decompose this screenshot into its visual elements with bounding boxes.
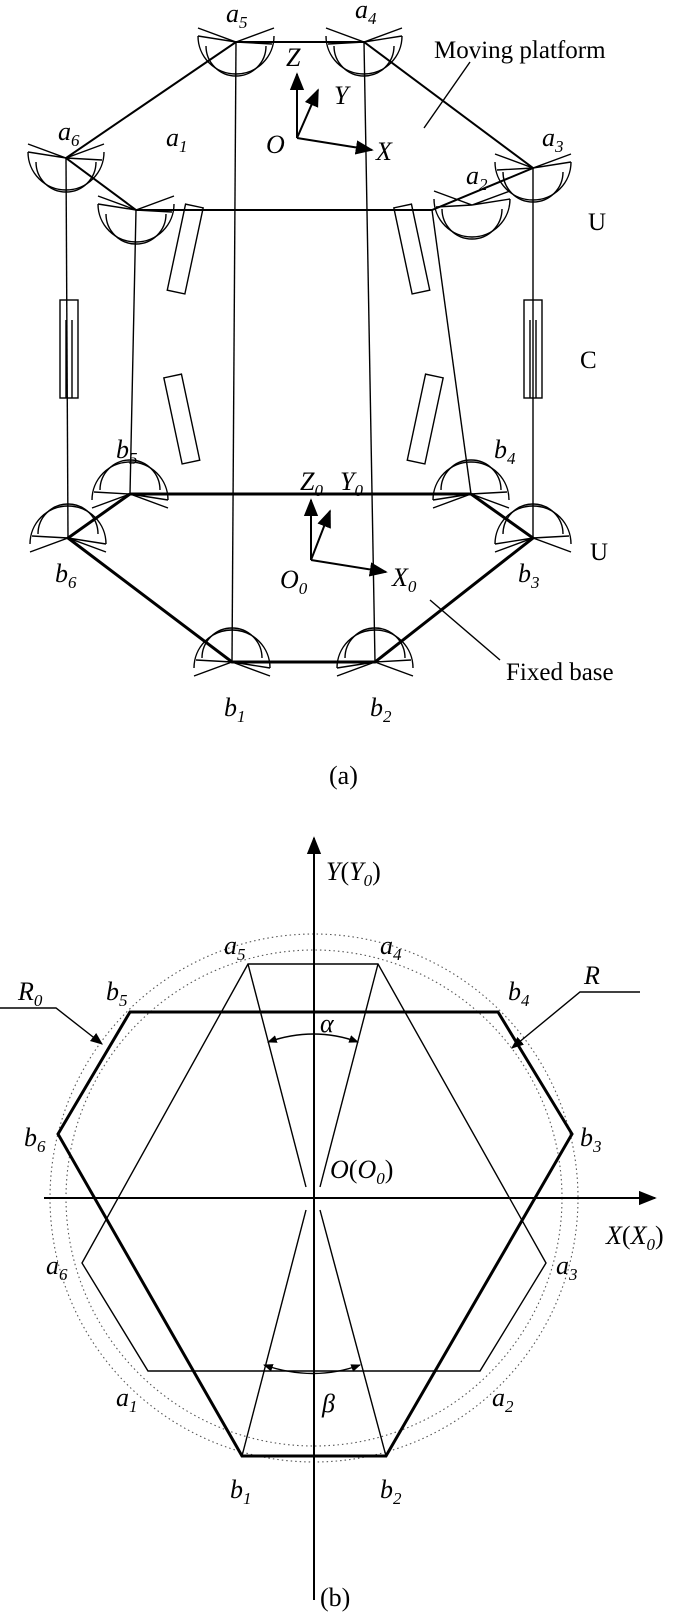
moving-platform-leader (423, 61, 471, 129)
fixed-base-front-edges (65, 492, 536, 664)
base-z-label: Z0 (300, 467, 323, 500)
b-label-b2: b2 (380, 1475, 402, 1508)
base-joints (29, 459, 572, 677)
fixed-base-leader (429, 599, 501, 661)
origin-label: O(O0) (330, 1155, 393, 1188)
label-a1: a1 (166, 123, 188, 156)
label-b6: b6 (55, 559, 77, 592)
base-coordinate-frame: Z0 Y0 X0 O0 (280, 467, 417, 598)
b-label-a5: a5 (224, 931, 246, 964)
caption-a: (a) (329, 761, 358, 790)
b-label-b4: b4 (508, 977, 530, 1010)
x-axis-label: X(X0) (605, 1221, 664, 1254)
platform-joints (27, 27, 572, 245)
y-axis-label: Y(Y0) (326, 857, 381, 890)
label-b5: b5 (116, 435, 138, 468)
platform-x-label: X (375, 137, 393, 166)
beta-arc (263, 1364, 361, 1375)
R-leader (511, 991, 640, 1049)
alpha-arc (267, 1033, 359, 1043)
label-b1: b1 (224, 693, 246, 726)
moving-platform-label: Moving platform (434, 37, 606, 64)
b-label-b6: b6 (24, 1123, 46, 1156)
angle-lines (241, 963, 387, 1457)
platform-point-labels-b: a1 a2 a3 a4 a5 a6 (46, 931, 578, 1416)
base-point-labels-a: b1 b2 b3 b4 b5 b6 (55, 435, 540, 726)
b-label-a3: a3 (556, 1251, 578, 1284)
label-a5: a5 (226, 0, 248, 32)
platform-y-label: Y (334, 81, 351, 110)
legs (65, 41, 534, 663)
R-label: R (583, 961, 600, 990)
label-b2: b2 (370, 693, 392, 726)
b-label-a4: a4 (380, 931, 402, 964)
label-a4: a4 (355, 0, 377, 28)
b-label-a1: a1 (116, 1383, 138, 1416)
base-o-label: O0 (280, 565, 308, 598)
label-a2: a2 (466, 161, 488, 194)
fixed-base-label: Fixed base (506, 659, 614, 686)
figure-b: α β R R0 Y(Y0) X(X0) O(O0) a1 a2 a3 a4 a… (0, 836, 664, 1612)
base-y-label: Y0 (340, 467, 363, 500)
R0-label: R0 (17, 977, 43, 1010)
platform-point-labels-a: a1 a2 a3 a4 a5 a6 (58, 0, 564, 194)
beta-label: β (321, 1389, 335, 1418)
base-x-label: X0 (391, 563, 417, 596)
platform-z-label: Z (286, 43, 301, 72)
b-label-b1: b1 (230, 1475, 252, 1508)
alpha-label: α (320, 1009, 335, 1038)
b-label-a2: a2 (492, 1383, 514, 1416)
joint-u-bottom-label: U (590, 539, 608, 566)
figure-a: Z Y X O Z0 Y0 X0 O0 a1 a2 a3 a4 a5 a6 b1 (27, 0, 614, 790)
R0-leader (0, 1007, 103, 1045)
cylinders (59, 203, 543, 465)
base-point-labels-b: b1 b2 b3 b4 b5 b6 (24, 977, 602, 1508)
label-b4: b4 (494, 435, 516, 468)
platform-o-label: O (266, 130, 285, 159)
label-b3: b3 (518, 559, 540, 592)
b-label-b3: b3 (580, 1123, 602, 1156)
label-a3: a3 (542, 123, 564, 156)
label-a6: a6 (58, 117, 80, 150)
joint-u-top-label: U (588, 209, 606, 236)
platform-coordinate-frame: Z Y X O (266, 43, 393, 166)
joint-c-label: C (580, 347, 597, 374)
b-label-a6: a6 (46, 1251, 68, 1284)
caption-b: (b) (320, 1583, 350, 1612)
b-label-b5: b5 (106, 977, 128, 1010)
